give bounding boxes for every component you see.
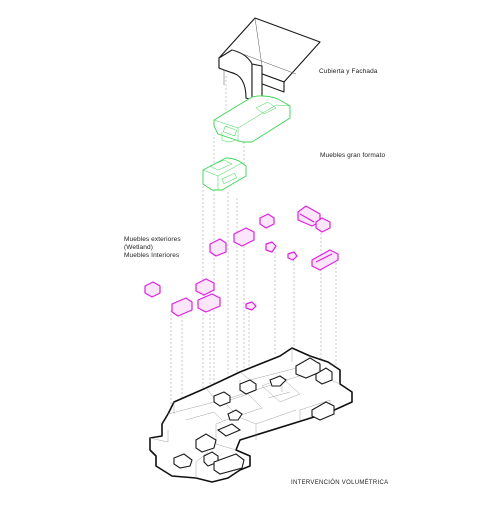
- label-volumetric-intervention: INTERVENCIÓN VOLUMÉTRICA: [291, 480, 389, 486]
- label-wetland: (Wetland): [124, 244, 153, 251]
- label-outdoor-furniture: Muebles exteriores: [124, 236, 181, 243]
- roof-facade-block: [218, 17, 321, 103]
- base-furniture: [173, 357, 335, 475]
- large-furniture-1: [213, 95, 291, 143]
- label-furniture-group: Muebles exteriores (Wetland) Muebles Int…: [124, 236, 181, 260]
- label-roof-facade: Cubierta y Fachada: [319, 68, 378, 75]
- small-furniture-set: [144, 205, 339, 317]
- label-indoor-furniture: Muebles Interiores: [124, 252, 180, 259]
- label-large-furniture: Muebles gran formato: [320, 152, 386, 159]
- large-furniture-2: [202, 157, 247, 191]
